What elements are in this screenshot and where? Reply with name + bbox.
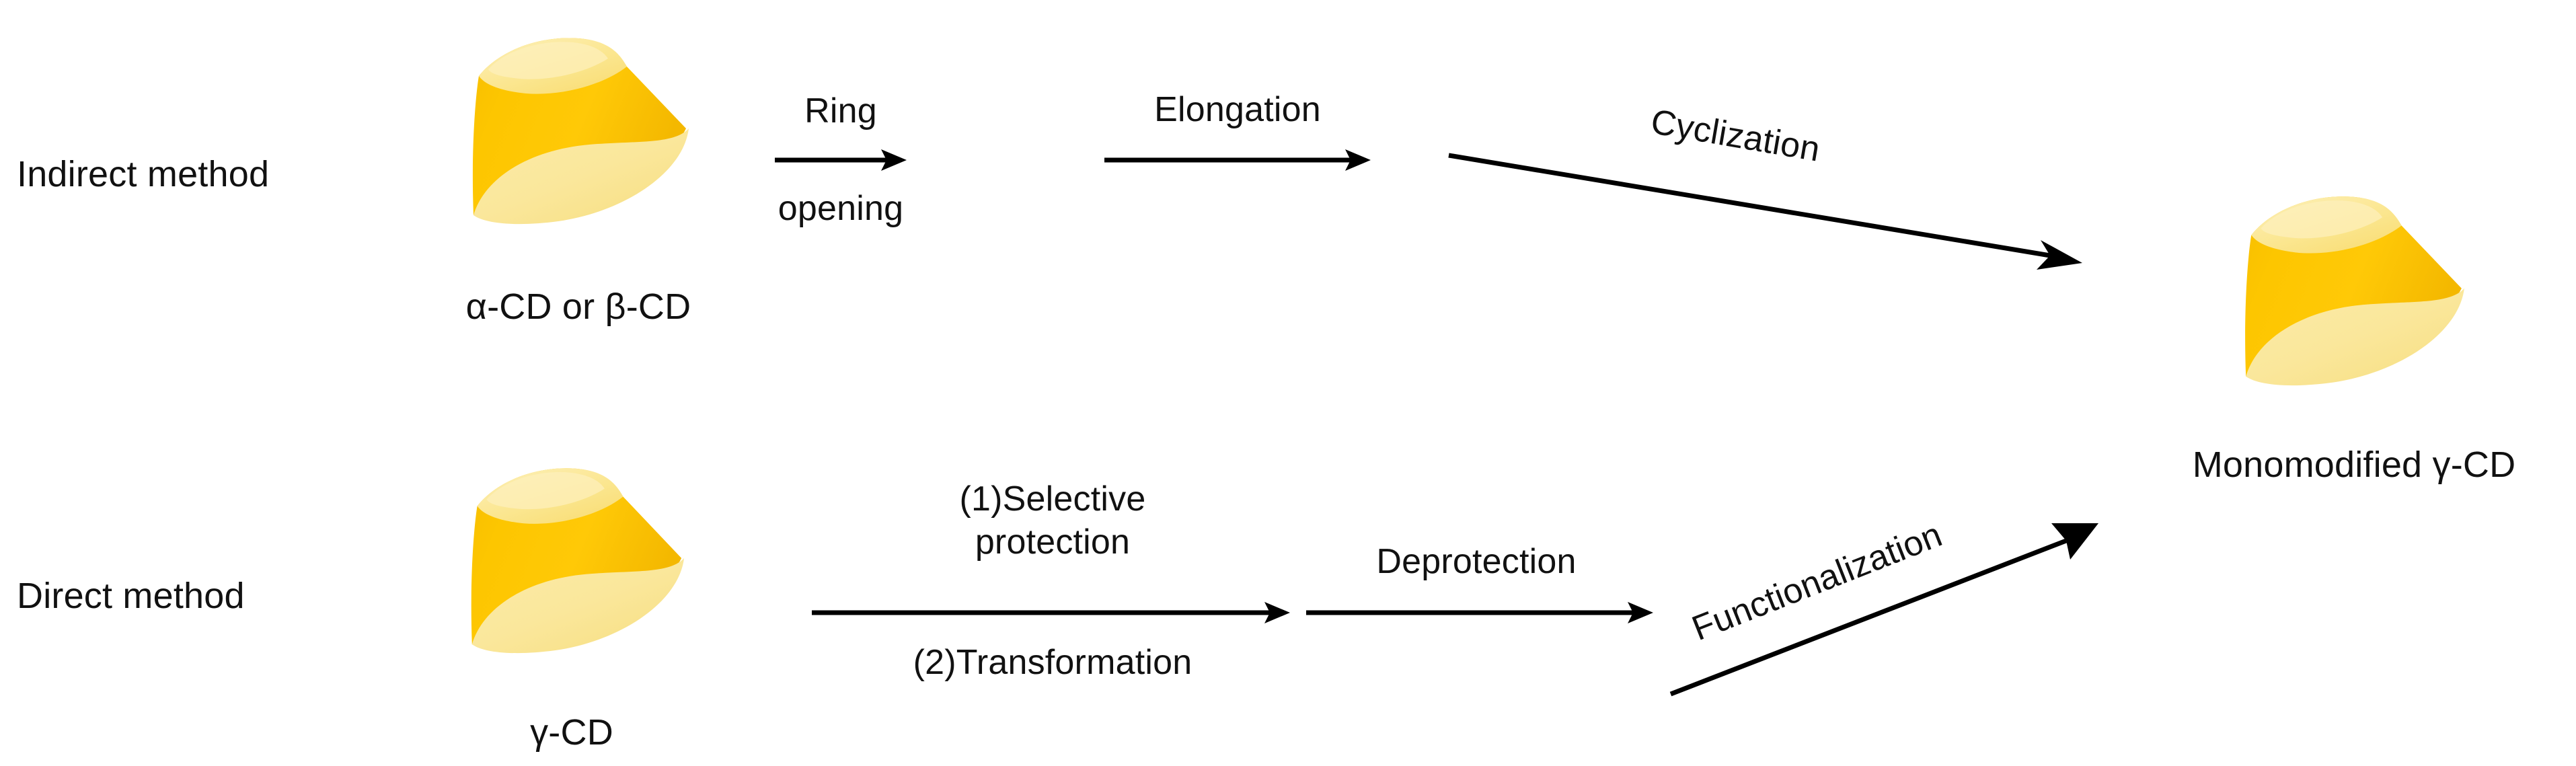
arrow-label-selective-protection-line1: (1)Selective protection <box>844 477 1261 564</box>
row-label-direct-method: Direct method <box>17 576 245 616</box>
arrow-elongation <box>1104 149 1371 171</box>
cyclodextrin-cone-icon-product <box>2236 168 2468 387</box>
arrow-label-elongation-above: Elongation <box>1154 90 1321 129</box>
selective-protection-line-1: (1)Selective <box>959 480 1146 519</box>
cyclodextrin-cone-icon-alpha-beta <box>464 10 693 225</box>
arrow-deprotection <box>1306 602 1653 623</box>
arrow-selective-protection-transformation <box>812 602 1290 623</box>
arrow-label-deprotection-above: Deprotection <box>1376 542 1577 581</box>
row-label-indirect-method: Indirect method <box>17 154 270 194</box>
species-label-monomodified-gamma-cd: Monomodified γ-CD <box>2192 445 2516 485</box>
species-label-gamma-cd: γ-CD <box>530 712 613 753</box>
arrow-label-ring-opening-below: opening <box>778 189 904 228</box>
arrow-label-ring-opening-above: Ring <box>804 91 877 130</box>
selective-protection-line-2: protection <box>975 523 1131 562</box>
arrow-ring-opening <box>775 149 907 171</box>
cyclodextrin-cone-icon-gamma <box>463 441 688 654</box>
arrow-label-transformation-below: (2)Transformation <box>913 643 1192 682</box>
arrow-functionalization <box>1669 523 2098 697</box>
arrow-cyclization <box>1448 153 2082 270</box>
species-label-alpha-beta-cd: α-CD or β-CD <box>465 286 691 327</box>
